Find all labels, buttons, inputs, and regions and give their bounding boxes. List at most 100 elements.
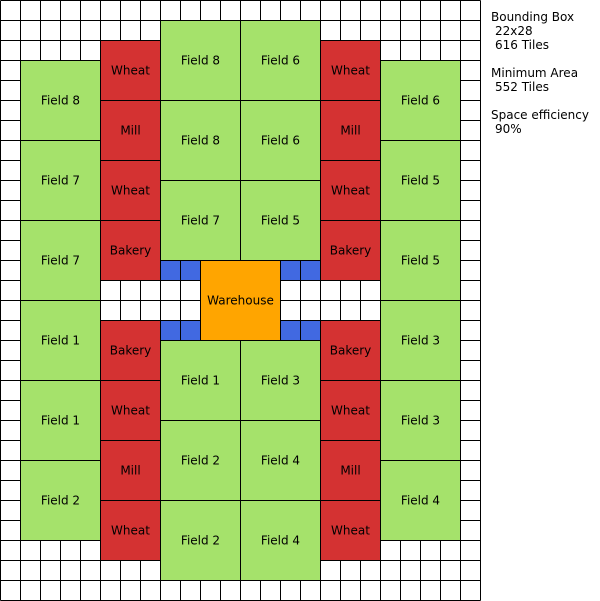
road-tile: [300, 320, 321, 341]
bakery-tile-block: [320, 320, 381, 381]
building-field-field-7: Field 7: [20, 140, 101, 221]
road-tile: [160, 320, 181, 341]
minimum-area-value: 552 Tiles: [495, 80, 549, 94]
mill-label: Mill: [120, 124, 140, 138]
building-field-field-8: Field 8: [160, 20, 241, 101]
wheat-label: Wheat: [331, 64, 370, 78]
field-label: Field 1: [41, 414, 80, 428]
wheat-label: Wheat: [331, 404, 370, 418]
wheat-tile-block: [100, 160, 161, 221]
building-field-field-5: Field 5: [380, 140, 461, 221]
stats-panel: Bounding Box 22x28 616 Tiles Minimum Are…: [491, 10, 596, 150]
space-efficiency-label: Space efficiency: [491, 108, 589, 122]
building-field-field-1: Field 1: [20, 300, 101, 381]
building-field-field-1: Field 1: [20, 380, 101, 461]
building-wheat-wheat: Wheat: [100, 380, 161, 441]
building-field-field-2: Field 2: [160, 500, 241, 581]
field-label: Field 8: [41, 94, 80, 108]
building-bakery-bakery: Bakery: [100, 220, 161, 281]
wheat-tile-block: [100, 500, 161, 561]
minimum-area-stat: Minimum Area 552 Tiles: [491, 66, 596, 94]
field-label: Field 3: [401, 334, 440, 348]
bakery-label: Bakery: [110, 244, 152, 258]
field-tile-block: [240, 180, 321, 261]
bounding-box-dimensions: 22x28: [495, 24, 533, 38]
building-field-field-2: Field 2: [160, 420, 241, 501]
building-mill-mill: Mill: [100, 440, 161, 501]
wheat-label: Wheat: [331, 184, 370, 198]
wheat-label: Wheat: [111, 404, 150, 418]
field-label: Field 5: [401, 254, 440, 268]
mill-label: Mill: [340, 124, 360, 138]
building-wheat-wheat: Wheat: [320, 160, 381, 221]
wheat-tile-block: [320, 380, 381, 441]
mill-label: Mill: [340, 464, 360, 478]
field-label: Field 7: [41, 174, 80, 188]
building-mill-mill: Mill: [100, 100, 161, 161]
building-wheat-wheat: Wheat: [320, 500, 381, 561]
field-label: Field 6: [401, 94, 440, 108]
wheat-label: Wheat: [111, 64, 150, 78]
building-field-field-7: Field 7: [160, 180, 241, 261]
field-tile-block: [380, 60, 461, 141]
building-bakery-bakery: Bakery: [100, 320, 161, 381]
field-tile-block: [160, 20, 241, 101]
bakery-label: Bakery: [330, 344, 372, 358]
field-label: Field 4: [261, 534, 300, 548]
wheat-tile-block: [320, 40, 381, 101]
field-tile-block: [380, 300, 461, 381]
field-label: Field 1: [181, 374, 220, 388]
building-field-field-4: Field 4: [240, 420, 321, 501]
mill-tile-block: [100, 440, 161, 501]
field-tile-block: [380, 140, 461, 221]
field-label: Field 4: [401, 494, 440, 508]
building-field-field-2: Field 2: [20, 460, 101, 541]
building-wheat-wheat: Wheat: [100, 40, 161, 101]
field-tile-block: [20, 460, 101, 541]
road-tile: [280, 260, 301, 281]
field-label: Field 7: [41, 254, 80, 268]
building-warehouse-warehouse: Warehouse: [200, 260, 281, 341]
field-label: Field 6: [261, 54, 300, 68]
bakery-label: Bakery: [110, 344, 152, 358]
field-tile-block: [380, 220, 461, 301]
building-field-field-4: Field 4: [240, 500, 321, 581]
field-label: Field 5: [261, 214, 300, 228]
wheat-label: Wheat: [331, 524, 370, 538]
field-tile-block: [160, 420, 241, 501]
field-tile-block: [20, 220, 101, 301]
field-label: Field 3: [401, 414, 440, 428]
wheat-tile-block: [320, 160, 381, 221]
field-label: Field 8: [181, 134, 220, 148]
mill-label: Mill: [120, 464, 140, 478]
building-field-field-1: Field 1: [160, 340, 241, 421]
wheat-label: Wheat: [111, 184, 150, 198]
building-field-field-6: Field 6: [240, 20, 321, 101]
tile-layout-grid: Field 8 Field 7 Field 7 Field 1 Field 1 Field…: [0, 0, 481, 601]
field-tile-block: [240, 420, 321, 501]
road-tile: [160, 260, 181, 281]
space-efficiency-value: 90%: [495, 122, 522, 136]
field-label: Field 1: [41, 334, 80, 348]
bounding-box-stat: Bounding Box 22x28 616 Tiles: [491, 10, 596, 52]
field-tile-block: [20, 300, 101, 381]
wheat-tile-block: [100, 380, 161, 441]
bounding-box-tiles: 616 Tiles: [495, 38, 549, 52]
building-field-field-3: Field 3: [380, 380, 461, 461]
space-efficiency-stat: Space efficiency 90%: [491, 108, 596, 136]
road-tile: [300, 260, 321, 281]
wheat-label: Wheat: [111, 524, 150, 538]
roads-layer: [160, 260, 321, 341]
field-label: Field 8: [181, 54, 220, 68]
building-bakery-bakery: Bakery: [320, 320, 381, 381]
field-tile-block: [240, 20, 321, 101]
field-label: Field 2: [41, 494, 80, 508]
building-field-field-4: Field 4: [380, 460, 461, 541]
building-field-field-7: Field 7: [20, 220, 101, 301]
buildings-layer: Field 8 Field 7 Field 7 Field 1 Field 1 Field…: [20, 20, 461, 581]
field-tile-block: [160, 500, 241, 581]
mill-tile-block: [100, 100, 161, 161]
building-mill-mill: Mill: [320, 100, 381, 161]
building-field-field-6: Field 6: [380, 60, 461, 141]
building-field-field-3: Field 3: [380, 300, 461, 381]
